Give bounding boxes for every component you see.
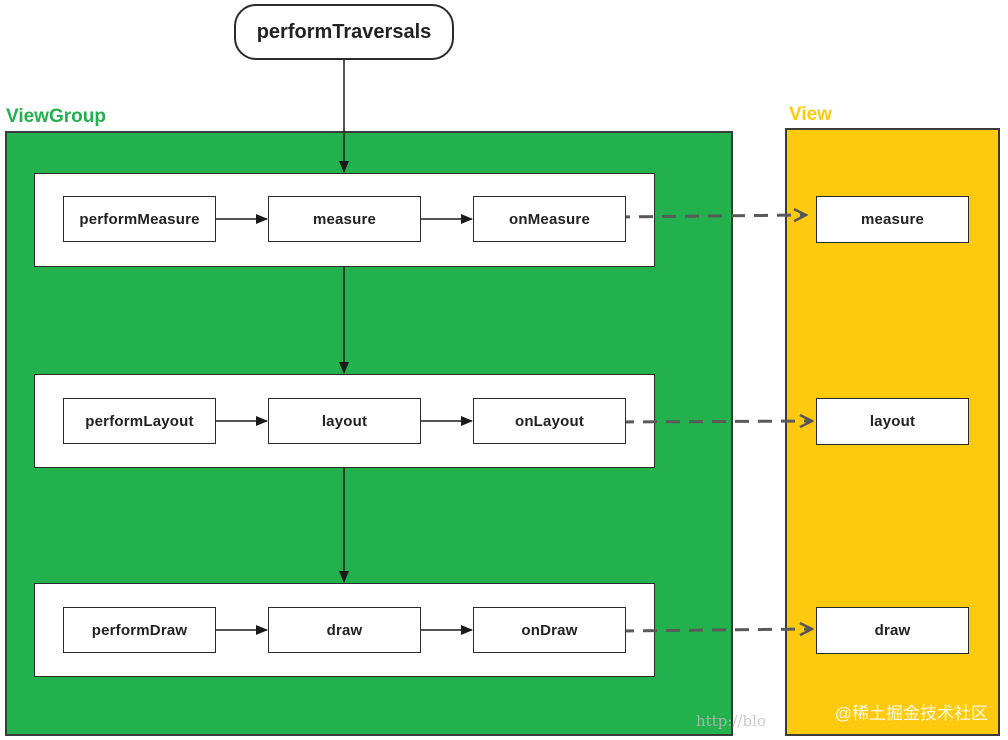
dashed-arrow-onmeasure-to-view-measure bbox=[615, 215, 806, 217]
dashed-arrow-onlayout-to-view-layout bbox=[619, 421, 812, 422]
perform-traversals-node: performTraversals bbox=[234, 4, 454, 60]
perform-measure-box: performMeasure bbox=[63, 196, 216, 242]
watermark-text: @稀土掘金技术社区 bbox=[834, 704, 988, 723]
perform-layout-box: performLayout bbox=[63, 398, 216, 444]
viewgroup-title: ViewGroup bbox=[6, 106, 106, 127]
layout-box: layout bbox=[268, 398, 421, 444]
on-measure-box: onMeasure bbox=[473, 196, 626, 242]
draw-box: draw bbox=[268, 607, 421, 653]
on-draw-box: onDraw bbox=[473, 607, 626, 653]
watermark-url: http://blo bbox=[696, 712, 766, 730]
view-layout-box: layout bbox=[816, 398, 969, 445]
perform-draw-box: performDraw bbox=[63, 607, 216, 653]
measure-box: measure bbox=[268, 196, 421, 242]
view-measure-box: measure bbox=[816, 196, 969, 243]
on-layout-box: onLayout bbox=[473, 398, 626, 444]
view-draw-box: draw bbox=[816, 607, 969, 654]
view-title: View bbox=[789, 104, 832, 125]
dashed-arrow-ondraw-to-view-draw bbox=[619, 629, 812, 631]
